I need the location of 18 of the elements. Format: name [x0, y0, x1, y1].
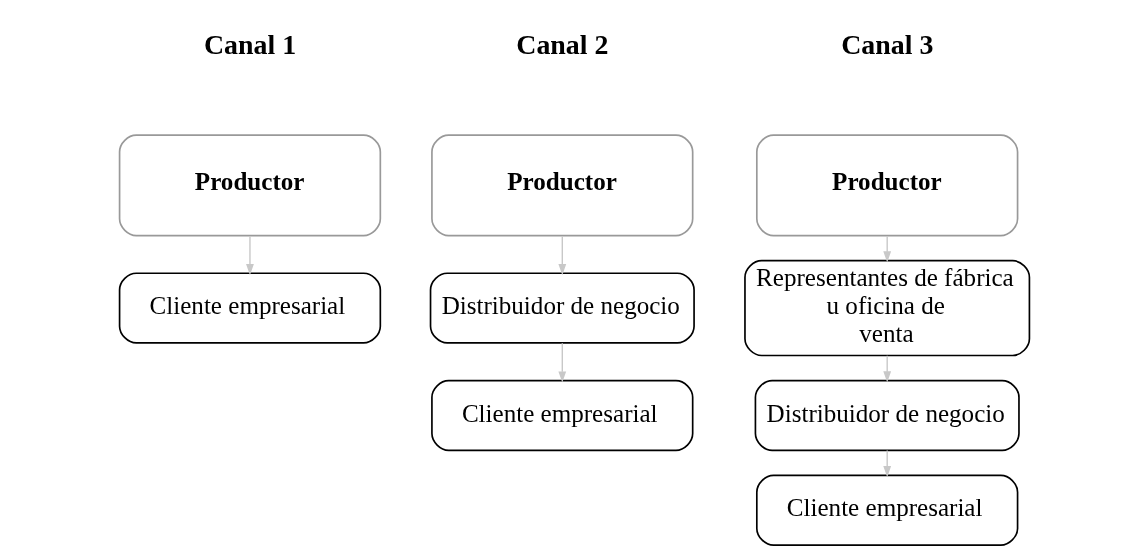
label: Canal 3	[840, 29, 933, 61]
node-box: Cliente empresarial	[430, 379, 693, 452]
node-box: Productor	[118, 134, 381, 237]
arrow	[882, 235, 891, 263]
arrow	[245, 235, 254, 276]
node-box: Distribuidor de negocio	[429, 272, 695, 344]
node-box: Representantes de fábrica u oficina de venta	[743, 259, 1030, 357]
arrow	[557, 235, 566, 276]
arrow	[882, 449, 891, 478]
arrow	[557, 342, 566, 383]
label: Canal 1	[203, 29, 296, 61]
node-box: Distribuidor de negocio	[754, 379, 1020, 452]
label: Canal 2	[515, 29, 608, 61]
node-box: Cliente empresarial	[118, 272, 381, 344]
node-box: Productor	[755, 134, 1018, 237]
node-box: Cliente empresarial	[755, 474, 1018, 546]
node-box: Productor	[430, 134, 693, 237]
arrow	[882, 354, 891, 383]
